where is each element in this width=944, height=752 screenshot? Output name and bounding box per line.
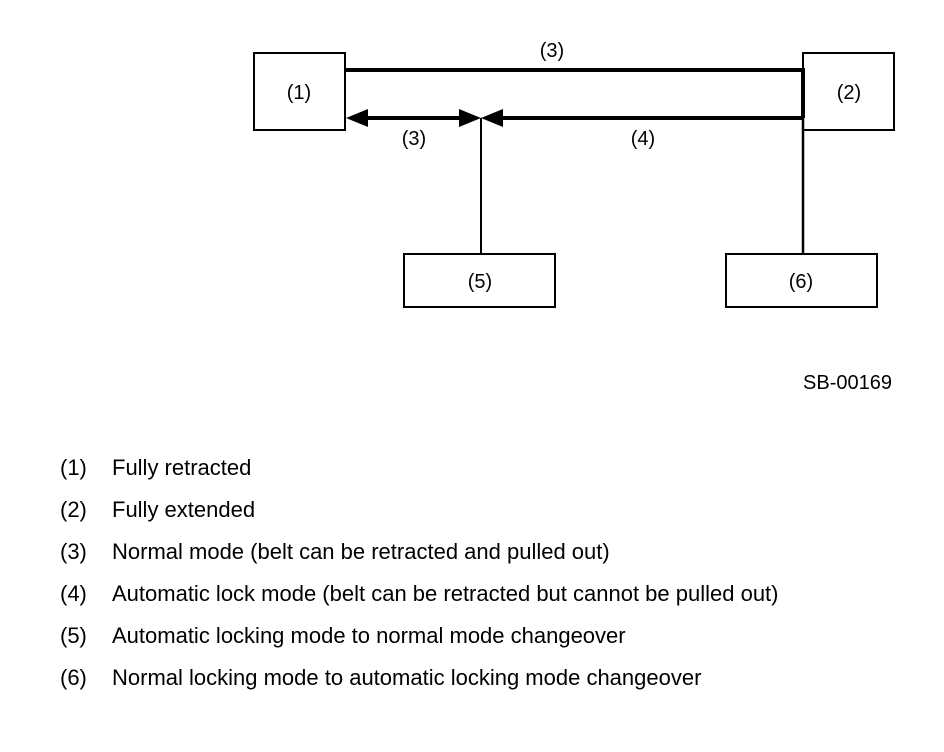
legend-description: Automatic locking mode to normal mode ch… (112, 623, 626, 648)
label-automatic-lock-mode: (4) (631, 128, 655, 150)
arrowhead-into-junction-left (481, 109, 503, 127)
legend-item: (4) Automatic lock mode (belt can be ret… (60, 581, 920, 623)
legend-number: (3) (60, 539, 87, 564)
legend-description: Automatic lock mode (belt can be retract… (112, 581, 779, 606)
label-normal-mode-bottom: (3) (402, 128, 426, 150)
legend-item: (1) Fully retracted (60, 455, 920, 497)
legend: (1) Fully retracted (2) Fully extended (… (60, 455, 920, 707)
box-normal-to-auto-changeover (725, 253, 878, 308)
box-auto-to-normal-changeover-label: (5) (468, 271, 492, 293)
legend-number: (6) (60, 665, 87, 690)
box-normal-to-auto-changeover-label: (6) (789, 271, 813, 293)
box-fully-extended-label: (2) (837, 82, 861, 104)
box-fully-extended (802, 52, 895, 131)
legend-number: (2) (60, 497, 87, 522)
legend-description: Normal mode (belt can be retracted and p… (112, 539, 610, 564)
legend-item: (3) Normal mode (belt can be retracted a… (60, 539, 920, 581)
label-normal-mode-top: (3) (540, 40, 564, 62)
legend-description: Fully extended (112, 497, 256, 522)
legend-item: (6) Normal locking mode to automatic loc… (60, 665, 920, 707)
box-fully-retracted-label: (1) (287, 82, 311, 104)
legend-number: (4) (60, 581, 87, 606)
arrowhead-to-box-1 (346, 109, 368, 127)
legend-description: Normal locking mode to automatic locking… (112, 665, 702, 690)
legend-description: Fully retracted (112, 455, 252, 480)
arrowhead-into-junction-right (459, 109, 481, 127)
seatbelt-mode-diagram: (1) (2) (5) (6) (3) (3) (4) SB-00169 (253, 40, 895, 394)
legend-item: (2) Fully extended (60, 497, 920, 539)
box-fully-retracted (253, 52, 346, 131)
legend-number: (1) (60, 455, 87, 480)
legend-item: (5) Automatic locking mode to normal mod… (60, 623, 920, 665)
box-auto-to-normal-changeover (403, 253, 556, 308)
legend-number: (5) (60, 623, 87, 648)
figure-code: SB-00169 (803, 372, 892, 394)
